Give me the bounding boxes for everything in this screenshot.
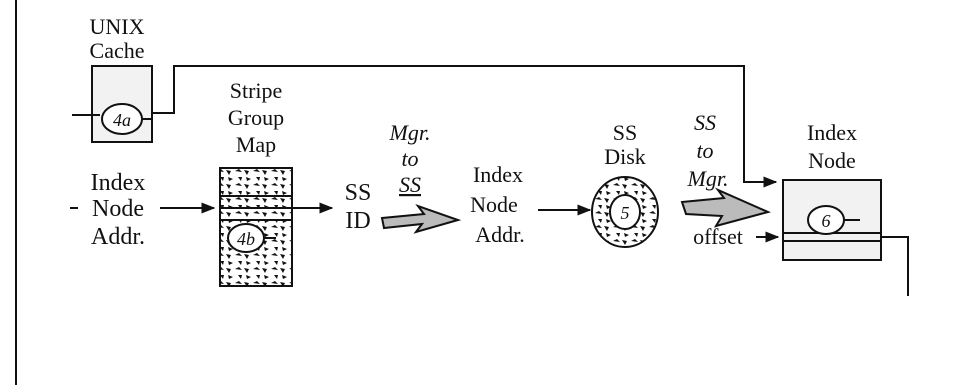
ss-disk-line2: Disk <box>604 144 646 169</box>
step-5-label: 5 <box>621 203 630 223</box>
index-node-out-line <box>881 236 909 296</box>
index-node-addr-out-line2: Node <box>470 192 518 217</box>
stripe-group-map-line1: Stripe <box>230 78 283 103</box>
stripe-group-map-line2: Group <box>228 105 284 130</box>
index-node-addr-in-line3: Addr. <box>91 224 145 250</box>
ss-to-mgr-line2: to <box>696 138 713 163</box>
step-6-label: 6 <box>822 211 831 231</box>
mgr-to-ss-line1: Mgr. <box>389 120 431 145</box>
ss-disk-line1: SS <box>613 120 637 145</box>
network-hop-arrow-1 <box>380 203 462 234</box>
index-node-addr-in-line1: Index <box>91 170 146 196</box>
stripe-group-map-line3: Map <box>236 132 276 157</box>
index-node-addr-out-line1: Index <box>473 162 523 187</box>
network-hop-arrow-2 <box>680 187 772 228</box>
ss-to-mgr-line3: Mgr. <box>687 166 729 191</box>
step-4a-label: 4a <box>113 110 131 130</box>
mgr-to-ss-line3: SS <box>399 172 421 197</box>
cache-to-index-node-line <box>152 65 778 188</box>
index-node-line1: Index <box>807 120 857 145</box>
step-5-circle <box>609 194 641 230</box>
index-node-addr-out-line3: Addr. <box>475 222 525 247</box>
index-node-line2: Node <box>808 148 856 173</box>
offset-label: offset <box>693 224 743 249</box>
unix-cache-label-line2: Cache <box>90 38 145 63</box>
unix-cache-label-line1: UNIX <box>90 14 145 39</box>
mgr-to-ss-line2: to <box>401 146 418 171</box>
step-4b-label: 4b <box>237 229 255 249</box>
index-node-addr-in-line2: Node <box>92 196 144 222</box>
ss-to-mgr-line1: SS <box>694 110 716 135</box>
ss-id-line1: SS <box>345 180 372 206</box>
ss-id-line2: ID <box>345 208 370 234</box>
